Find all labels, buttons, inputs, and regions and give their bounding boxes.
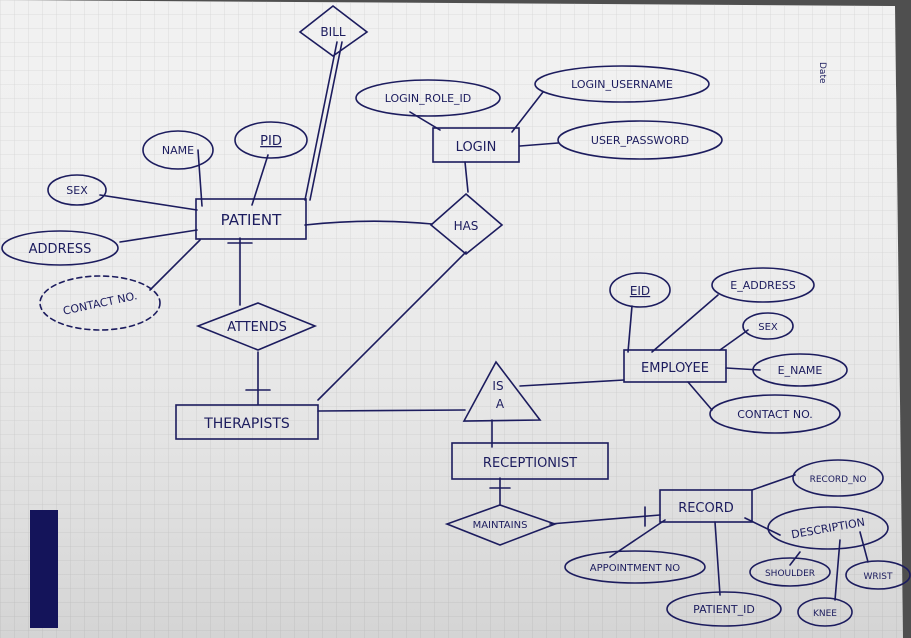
attr-login-username-ellipse [534,65,710,103]
line-has-login [464,161,469,193]
relationship-isa-triangle [462,360,542,422]
attr-user-password-ellipse [557,120,723,160]
attr-name-label: NAME [162,144,194,157]
attr-address-label: ADDRESS [29,242,92,257]
line-password-login [519,142,559,147]
attr-shoulder-label: SHOULDER [765,569,815,579]
line-description-record [744,517,781,536]
line-patient-bill-2 [309,41,343,201]
marker-pen [30,510,58,628]
entity-employee-box [623,349,727,383]
line-isa-employee [519,379,625,387]
relationship-isa-top-label: IS [492,379,503,393]
attr-e-name-ellipse [752,353,848,387]
entity-patient-box [195,198,307,240]
attr-patient-id-ellipse [666,591,782,627]
line-contact-employee [687,381,713,411]
attr-e-address-ellipse [711,267,815,303]
line-patient-has [304,220,433,226]
line-sex-patient [99,194,198,211]
attr-eid-label: EID [630,284,650,298]
entity-record-box [659,489,753,523]
entity-therapists-label: THERAPISTS [203,416,290,432]
line-recordno-record [751,474,796,491]
relationship-has-diamond [429,192,504,256]
attr-description-ellipse [767,506,889,550]
relationship-maintains-diamond [444,504,558,546]
attr-sex-employee-label: SEX [758,322,778,333]
entity-login-label: LOGIN [456,140,497,155]
attr-shoulder-ellipse [749,557,831,587]
line-description-wrist [859,531,869,563]
entity-login-box [432,127,520,163]
relationship-maintains-label: MAINTAINS [473,520,528,531]
relationship-bill-label: BILL [320,25,345,39]
line-description-knee [834,539,841,601]
attr-name-ellipse [142,130,214,170]
attr-e-address-label: E_ADDRESS [730,279,795,292]
entity-patient-label: PATIENT [221,211,282,229]
line-ename-employee [725,367,761,371]
line-eid-employee [627,305,633,353]
attr-login-role-id-label: LOGIN_ROLE_ID [385,92,472,105]
attr-patient-id-label: PATIENT_ID [693,603,755,616]
line-eaddress-employee [651,294,719,353]
line-name-patient [197,149,203,207]
attr-contact-patient-ellipse [39,275,161,331]
line-pid-patient [251,154,269,206]
line-has-therapists [317,251,467,401]
attr-contact-employee-ellipse [709,394,841,434]
line-patientid-record [714,521,721,596]
relationship-attends-diamond [195,302,318,351]
attr-pid-ellipse [234,121,308,159]
attr-sex-patient-label: SEX [66,184,88,197]
entity-therapists-box [175,404,319,440]
attr-wrist-ellipse [845,560,911,590]
attr-sex-employee-ellipse [742,312,794,340]
relationship-isa-bottom-label: A [496,397,505,411]
attr-appointment-no-ellipse [564,550,706,584]
line-username-login [511,91,544,133]
attr-record-no-label: RECORD_NO [810,475,867,485]
attr-user-password-label: USER_PASSWORD [591,134,689,147]
relationship-attends-label: ATTENDS [227,320,287,335]
line-maintains-record [549,514,661,525]
relationship-bill-diamond [298,4,369,57]
entity-receptionist-box [451,442,609,480]
date-label: Date [817,62,827,84]
attr-contact-employee-label: CONTACT NO. [737,408,813,421]
line-sex-employee [719,329,749,351]
entity-employee-label: EMPLOYEE [641,361,709,376]
attr-login-username-label: LOGIN_USERNAME [571,78,673,91]
entity-receptionist-label: RECEPTIONIST [483,456,577,471]
line-patient-bill [304,41,338,201]
attr-appointment-no-label: APPOINTMENT NO [590,563,681,574]
relationship-has-label: HAS [454,219,479,233]
attr-knee-ellipse [797,597,853,627]
attr-pid-label: PID [260,134,282,149]
attr-address-ellipse [1,230,119,266]
attr-wrist-label: WRIST [863,572,893,582]
attr-knee-label: KNEE [813,609,837,619]
entity-record-label: RECORD [678,501,734,516]
line-therapists-isa [317,409,466,412]
line-address-patient [119,229,198,243]
attr-eid-ellipse [609,272,671,308]
attr-sex-patient-ellipse [47,174,107,206]
line-contact-patient [149,239,201,291]
attr-record-no-ellipse [792,459,884,497]
attr-e-name-label: E_NAME [778,364,823,377]
attr-login-role-id-ellipse [355,79,501,117]
